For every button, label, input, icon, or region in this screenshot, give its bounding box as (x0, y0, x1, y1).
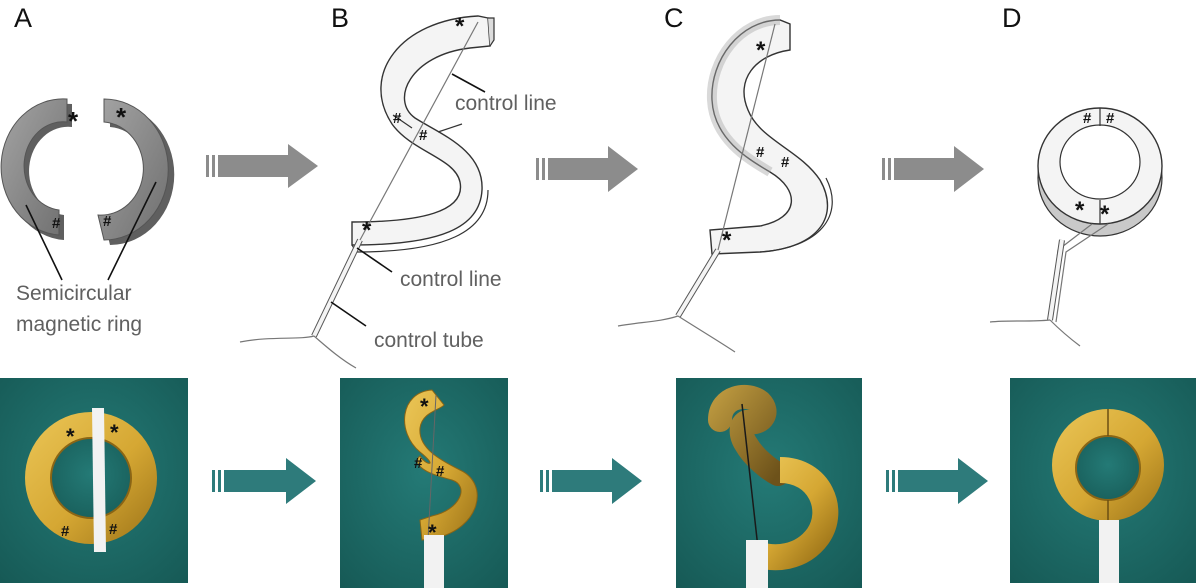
star-mark: * (420, 394, 429, 419)
star-mark: * (362, 217, 372, 244)
panel-d-schematic: D * * # # (989, 3, 1163, 347)
star-mark: * (66, 424, 75, 449)
pointer-line (356, 247, 393, 273)
ring-label-line1: Semicircular (16, 282, 132, 305)
star-mark: * (116, 102, 127, 132)
panel-c-schematic: C * * # # (617, 3, 833, 353)
panel-label-a: A (14, 3, 32, 33)
hash-mark: # (109, 521, 118, 538)
hash-mark: # (436, 463, 445, 480)
panel-label-d: D (1002, 3, 1022, 33)
photo-arrow-1 (212, 458, 316, 504)
s-shaped-magnet (351, 15, 491, 246)
photo-arrow-3 (886, 458, 988, 504)
star-mark: * (110, 420, 119, 445)
photo-a: * * # # (0, 378, 188, 583)
photo-b: * * # # (340, 378, 508, 588)
control-line-label: control line (400, 268, 502, 291)
schematic-arrow-3 (882, 146, 984, 192)
s-shaped-magnet-3d (709, 19, 829, 255)
hash-mark: # (419, 127, 428, 144)
ring-label-line2: magnetic ring (16, 313, 142, 336)
hash-mark: # (781, 154, 790, 171)
hash-mark: # (103, 213, 112, 230)
control-tube-label: control tube (374, 329, 484, 352)
star-mark: * (1075, 197, 1085, 224)
star-mark: * (68, 106, 79, 136)
hash-mark: # (1106, 110, 1115, 127)
star-mark: * (455, 13, 465, 40)
photo-c (676, 378, 862, 588)
panel-label-b: B (331, 3, 349, 33)
semicircular-magnet-left (0, 98, 72, 240)
pointer-line (330, 301, 367, 327)
hash-mark: # (61, 523, 70, 540)
panel-label-c: C (664, 3, 684, 33)
star-mark: * (756, 37, 766, 64)
hash-mark: # (52, 215, 61, 232)
pointer-line (107, 181, 157, 281)
hash-mark: # (1083, 110, 1092, 127)
panel-a-schematic: A * * # # Semicircular magnetic ring (0, 3, 175, 336)
star-mark: * (428, 520, 437, 545)
panel-b-schematic: B * * # # control line control line cont… (239, 3, 557, 369)
photo-d (1010, 378, 1196, 583)
star-mark: * (722, 227, 732, 254)
pointer-line (25, 204, 63, 281)
photo-arrow-2 (540, 458, 642, 504)
pointer-line (451, 73, 486, 93)
schematic-arrow-2 (536, 146, 638, 192)
hash-mark: # (393, 110, 402, 127)
hash-mark: # (414, 455, 423, 472)
control-line-label: control line (455, 92, 557, 115)
schematic-arrow-1 (206, 144, 318, 188)
star-mark: * (1100, 201, 1110, 228)
semicircular-magnet-right (97, 98, 175, 245)
closed-magnetic-ring (1037, 107, 1163, 237)
hash-mark: # (756, 144, 765, 161)
